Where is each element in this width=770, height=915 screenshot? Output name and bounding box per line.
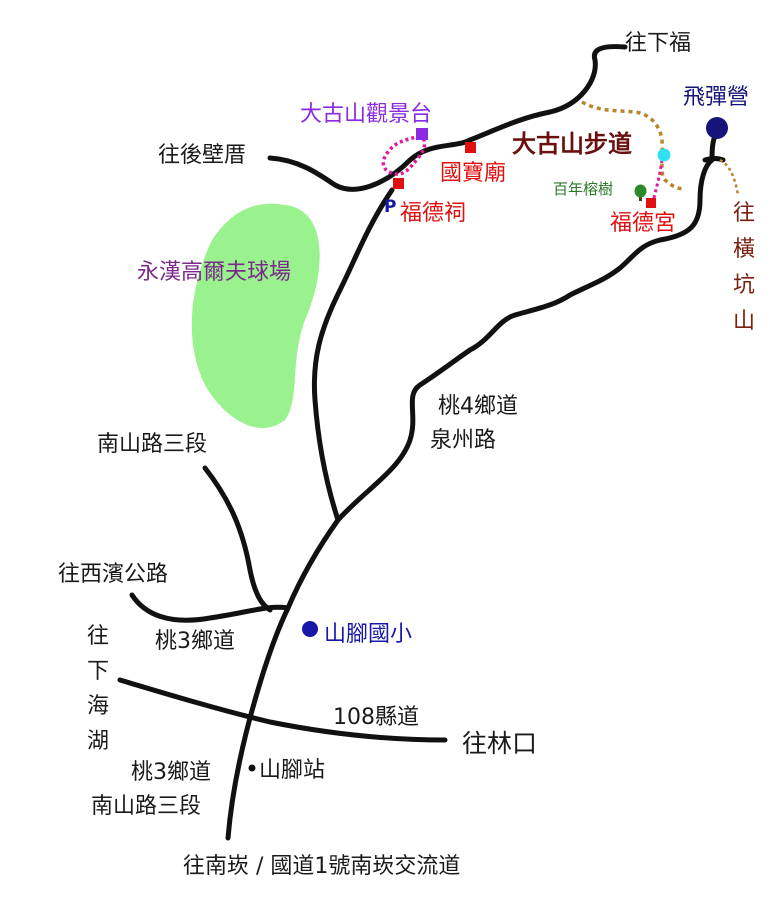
svg-text:往: 往 — [87, 624, 109, 649]
label-to-nankan: 往南崁 / 國道1號南崁交流道 — [183, 854, 460, 879]
label-parking: P — [384, 197, 396, 217]
label-nanshan-rd-upper: 南山路三段 — [97, 432, 207, 457]
dagushan-trail-path — [581, 100, 686, 191]
elementary-school-marker — [302, 621, 318, 637]
label-county-rd-108: 108縣道 — [333, 705, 419, 730]
svg-text:海: 海 — [87, 694, 109, 719]
label-observation-deck: 大古山觀景台 — [300, 102, 432, 127]
observation-deck-marker — [416, 128, 428, 140]
label-nanshan-rd-lower: 南山路三段 — [91, 794, 201, 819]
label-to-xibin-hwy: 往西濱公路 — [58, 562, 168, 587]
label-fude-palace: 福德宮 — [610, 211, 676, 236]
svg-text:山: 山 — [733, 309, 755, 334]
label-taoyuan-rd3-upper: 桃3鄉道 — [155, 629, 235, 654]
label-banyan-tree: 百年榕樹 — [553, 180, 613, 198]
label-to-xiafu: 往下福 — [625, 31, 691, 56]
label-taoyuan-rd4: 桃4鄉道 — [438, 394, 518, 419]
missile-camp-marker — [706, 117, 728, 139]
cyan-point-marker — [657, 148, 671, 162]
map-labels: 往下福 往後壁厝 大古山觀景台 國寶廟 P 福德祠 大古山步道 百年榕樹 福德宮… — [58, 31, 755, 879]
label-to-houbiqi: 往後壁厝 — [158, 143, 246, 168]
golf-course-area — [191, 203, 320, 428]
roads — [117, 44, 726, 841]
banyan-tree-icon — [634, 184, 647, 201]
road-trunk-south — [225, 605, 291, 841]
observation-loop-path — [381, 134, 427, 176]
svg-text:橫: 橫 — [733, 237, 755, 262]
road-xibin — [129, 592, 291, 623]
road-fude-branch — [311, 187, 395, 523]
svg-text:往: 往 — [733, 201, 755, 226]
henggengshan-trail-path — [719, 158, 740, 196]
label-missile-camp: 飛彈營 — [683, 85, 749, 110]
svg-text:湖: 湖 — [87, 729, 109, 754]
road-108 — [117, 677, 448, 743]
label-shanjiao-station: 山腳站 — [259, 758, 325, 783]
label-quanzhou-rd: 泉州路 — [430, 428, 496, 453]
svg-text:下: 下 — [87, 659, 109, 684]
label-dagushan-trail: 大古山步道 — [512, 130, 632, 158]
road-houbiqi-xiafu — [267, 44, 628, 192]
guobao-temple-marker — [465, 142, 476, 153]
fude-palace-marker — [646, 198, 656, 208]
label-guobao-temple: 國寶廟 — [440, 161, 506, 186]
road-nanshan-upper — [202, 465, 273, 613]
markers — [248, 117, 728, 772]
label-fude-shrine: 福德祠 — [400, 201, 466, 226]
svg-text:坑: 坑 — [733, 273, 755, 298]
fude-shrine-marker — [393, 178, 404, 189]
station-marker — [248, 764, 256, 772]
label-to-xiahaihu: 往 下 海 湖 — [87, 624, 109, 754]
road-trunk-mid — [285, 517, 341, 611]
label-to-henggengshan: 往 橫 坑 山 — [733, 201, 755, 334]
label-elementary-school: 山腳國小 — [324, 622, 412, 647]
label-golf-course: 永漢高爾夫球場 — [137, 260, 291, 285]
road-taoyuan4 — [335, 157, 715, 523]
label-to-linkou: 往林口 — [462, 729, 537, 758]
label-taoyuan-rd3-lower: 桃3鄉道 — [131, 760, 211, 785]
